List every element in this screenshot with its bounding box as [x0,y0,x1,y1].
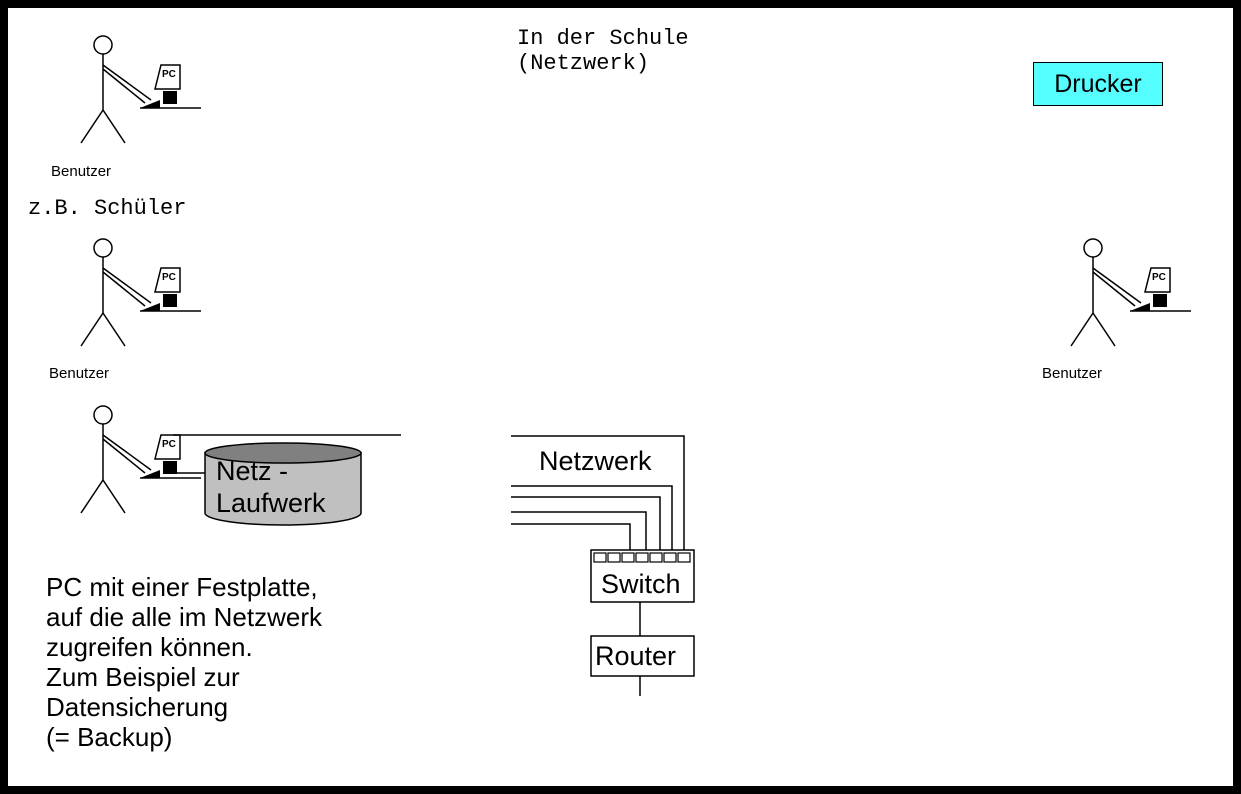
pc-label-3: PC [162,439,176,450]
user-figure-1 [80,35,202,144]
description-line: Datensicherung [46,692,229,722]
description-line: Zum Beispiel zur [46,662,240,692]
router-box [590,635,695,677]
network-cables [511,435,685,553]
printer-box: Drucker [1033,62,1163,106]
diagram-lines [80,35,1192,696]
network-drive-cylinder [204,442,362,526]
switch-label: Switch [601,569,681,599]
user-role-label: z.B. Schüler [28,196,187,221]
user-figure-3 [80,405,202,514]
network-drive-line-1: Netz - [216,456,289,486]
user-figure-2 [80,238,202,347]
pc-label-2: PC [162,272,176,283]
user-label-2: Benutzer [49,365,110,382]
description-line: PC mit einer Festplatte, [46,572,318,602]
user-label-1: Benutzer [51,163,112,180]
network-drive-label: Netz - Laufwerk [216,455,326,519]
user-figure-4 [1070,238,1192,347]
switch-box [590,549,695,603]
title-line-2: (Netzwerk) [517,51,650,76]
pc-label-1: PC [162,69,176,80]
description-line: auf die alle im Netzwerk [46,602,322,632]
diagram-title: In der Schule (Netzwerk) [517,26,689,76]
drive-description: PC mit einer Festplatte, auf die alle im… [46,572,322,752]
description-line: zugreifen können. [46,632,253,662]
network-label: Netzwerk [539,446,652,476]
router-label: Router [595,641,677,671]
title-line-1: In der Schule [517,26,689,51]
description-line: (= Backup) [46,722,173,752]
network-drive-line-2: Laufwerk [216,488,326,518]
pc-label-4: PC [1152,272,1166,283]
user-label-4: Benutzer [1042,365,1103,382]
